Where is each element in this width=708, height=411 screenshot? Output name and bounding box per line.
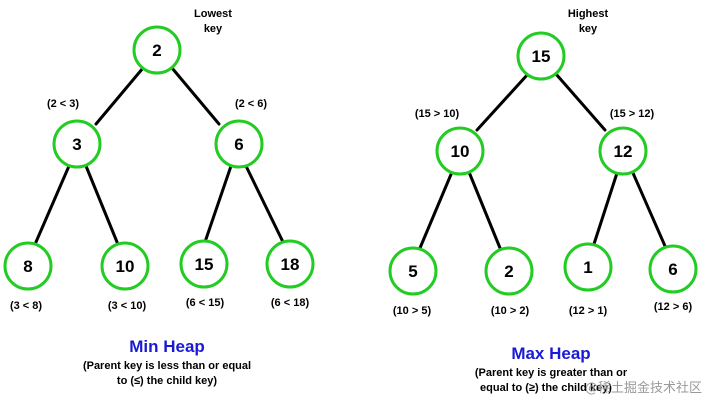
node-value: 6 (234, 135, 243, 154)
node-value: 5 (408, 262, 417, 281)
node-value: 10 (451, 142, 470, 161)
node-value: 2 (504, 262, 513, 281)
max-relation-label: (10 > 5) (393, 305, 432, 317)
max-extreme-label-line1: Highest (568, 8, 609, 20)
max-heap-title: Max Heap (511, 344, 590, 363)
min-relation-label: (6 < 15) (186, 297, 225, 309)
node-value: 15 (532, 47, 551, 66)
min-node-left-left: 8 (3, 241, 53, 291)
max-heap: 15 10 12 5 2 1 6 Highest key (15 > 10) (388, 8, 698, 394)
min-heap-title: Min Heap (129, 337, 205, 356)
min-node-right: 6 (214, 119, 264, 169)
min-relation-label: (6 < 18) (271, 297, 310, 309)
max-node-left-left: 5 (388, 246, 438, 296)
node-value: 15 (195, 255, 214, 274)
min-node-root: 2 (132, 25, 182, 75)
min-edge-2-3 (94, 66, 145, 126)
max-edge-12-1 (592, 171, 619, 246)
max-edge-15-12 (554, 72, 607, 132)
min-heap-description-line2: to (≤) the child key) (117, 375, 217, 387)
min-heap: 2 3 6 8 10 15 18 Lowest key (2 < 3) (3, 8, 315, 387)
min-heap-description-line1: (Parent key is less than or equal (83, 360, 251, 372)
max-heap-description-line2: equal to (≥) the child key) (480, 382, 612, 394)
min-edge-6-15 (203, 164, 233, 244)
min-extreme-label-line1: Lowest (194, 8, 232, 20)
max-edge-15-10 (475, 72, 530, 132)
min-edge-6-18 (244, 164, 285, 244)
min-relation-label: (2 < 6) (235, 98, 267, 110)
max-node-right-right: 6 (648, 244, 698, 294)
min-node-left-right: 10 (100, 241, 150, 291)
min-relation-label: (2 < 3) (47, 98, 79, 110)
node-value: 10 (116, 257, 135, 276)
node-value: 12 (614, 142, 633, 161)
max-relation-label: (12 > 1) (569, 305, 608, 317)
max-edge-10-5 (418, 170, 454, 250)
node-value: 8 (23, 257, 32, 276)
max-relation-label: (15 > 10) (415, 108, 460, 120)
max-edge-12-6 (631, 171, 667, 248)
min-relation-label: (3 < 10) (108, 300, 147, 312)
max-extreme-label-line2: key (579, 23, 598, 35)
min-node-left: 3 (52, 119, 102, 169)
node-value: 18 (281, 255, 300, 274)
max-relation-label: (10 > 2) (491, 305, 530, 317)
min-relation-label: (3 < 8) (10, 300, 42, 312)
min-edge-2-6 (170, 66, 221, 126)
max-relation-label: (15 > 12) (610, 108, 655, 120)
min-edge-3-10 (84, 164, 119, 244)
max-relation-label: (12 > 6) (654, 301, 693, 313)
node-value: 2 (152, 41, 161, 60)
max-edge-10-2 (467, 170, 502, 250)
watermark: @稀土掘金技术社区 (585, 380, 702, 396)
node-value: 1 (583, 258, 592, 277)
max-node-right-left: 1 (563, 242, 613, 292)
min-node-right-right: 18 (265, 239, 315, 289)
min-edge-3-8 (34, 164, 71, 244)
max-heap-description-line1: (Parent key is greater than or (475, 367, 628, 379)
max-node-left: 10 (435, 126, 485, 176)
max-node-left-right: 2 (484, 246, 534, 296)
node-value: 6 (668, 260, 677, 279)
min-node-right-left: 15 (179, 239, 229, 289)
min-extreme-label-line2: key (204, 23, 223, 35)
node-value: 3 (72, 135, 81, 154)
max-node-root: 15 (516, 31, 566, 81)
max-node-right: 12 (598, 126, 648, 176)
